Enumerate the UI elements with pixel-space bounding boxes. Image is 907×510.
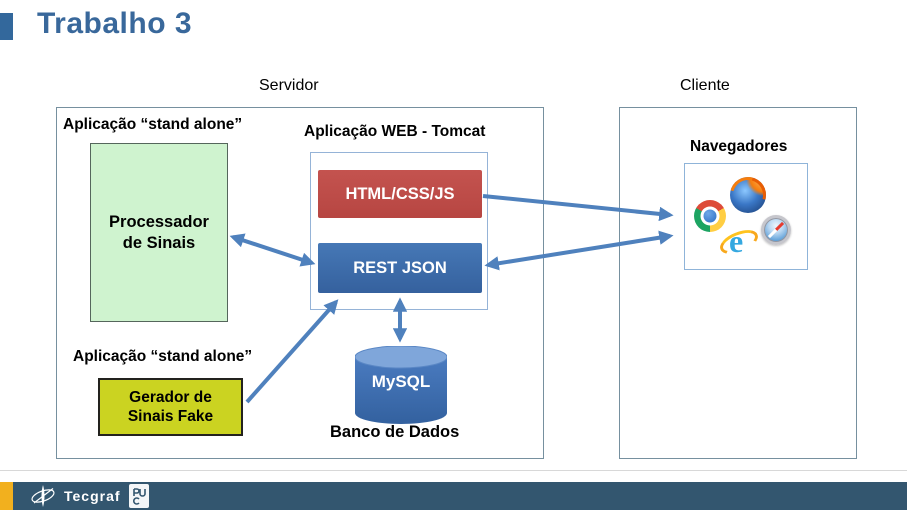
- gerador-de-sinais-fake-box: Gerador de Sinais Fake: [98, 378, 243, 436]
- html-css-js-label: HTML/CSS/JS: [345, 184, 455, 203]
- footer-divider: [0, 470, 907, 471]
- rest-json-box: REST JSON: [318, 243, 482, 293]
- tecgraf-wordmark: Tecgraf: [64, 488, 121, 504]
- footer-bar: [0, 482, 907, 510]
- internet-explorer-icon: e: [722, 223, 756, 259]
- mysql-database-cylinder: MySQL: [354, 345, 448, 424]
- standalone-app-bottom-label: Aplicação “stand alone”: [73, 348, 253, 365]
- processor-label-line2: de Sinais: [122, 233, 196, 252]
- banco-de-dados-caption: Banco de Dados: [330, 423, 460, 441]
- processador-de-sinais-box: Processador de Sinais: [90, 143, 228, 322]
- browsers-box: e: [684, 163, 808, 270]
- chrome-icon: [694, 200, 726, 232]
- footer-accent-block: [0, 482, 13, 510]
- html-css-js-box: HTML/CSS/JS: [318, 170, 482, 218]
- processor-label-line1: Processador: [109, 212, 209, 231]
- mysql-label: MySQL: [371, 372, 431, 391]
- page-title: Trabalho 3: [37, 7, 193, 40]
- tecgraf-logo: Tecgraf: [30, 485, 121, 507]
- ie-e-glyph: e: [729, 223, 744, 259]
- generator-label-line1: Gerador de: [129, 388, 212, 406]
- generator-label-line2: Sinais Fake: [127, 408, 214, 425]
- puc-rio-glyph: [133, 488, 146, 505]
- rest-json-label: REST JSON: [353, 258, 447, 277]
- puc-rio-logo: [129, 484, 149, 508]
- firefox-icon: [730, 177, 766, 213]
- standalone-app-top-label: Aplicação “stand alone”: [63, 116, 243, 133]
- client-group-box: [619, 107, 857, 459]
- server-column-label: Servidor: [259, 77, 319, 94]
- client-column-label: Cliente: [680, 77, 730, 94]
- web-app-tomcat-label: Aplicação WEB - Tomcat: [304, 123, 486, 140]
- title-bullet-square: [0, 13, 13, 40]
- tecgraf-compass-icon: [31, 485, 55, 507]
- safari-icon: [761, 215, 791, 245]
- navegadores-label: Navegadores: [690, 138, 788, 155]
